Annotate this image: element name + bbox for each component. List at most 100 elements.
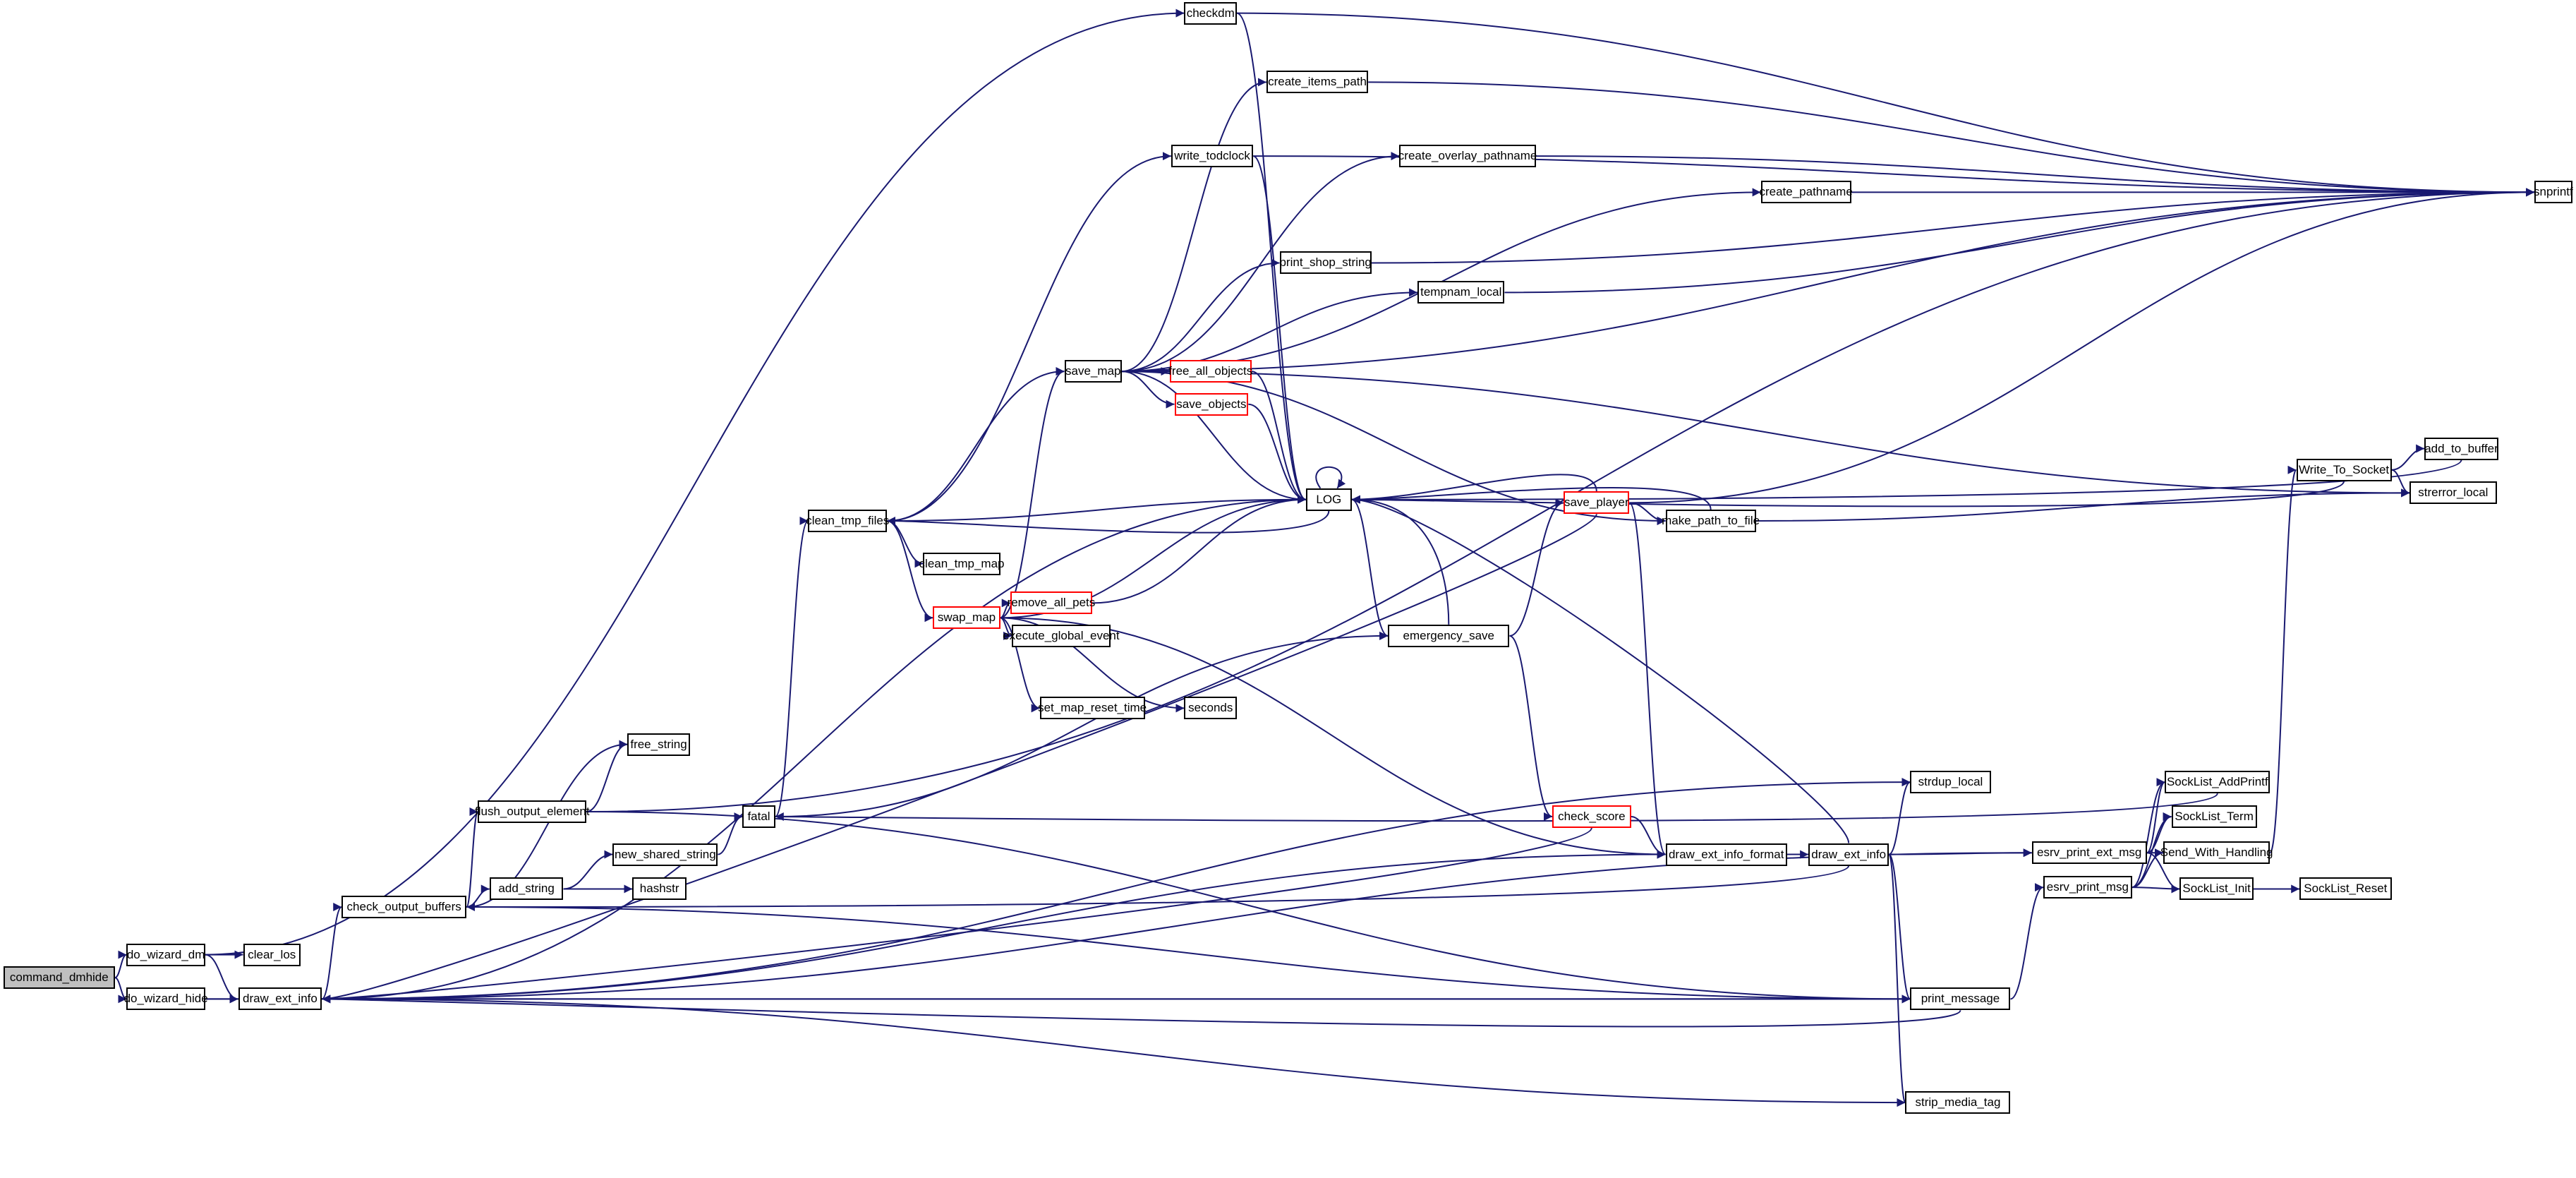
edge-swap_map-to-save_map xyxy=(1000,367,1065,619)
node-add-string[interactable]: add_string xyxy=(489,877,564,901)
edge-Write_To_Socket-to-add_to_buffer xyxy=(2391,444,2425,471)
edge-do_wizard_dm-to-draw_ext_info_l xyxy=(205,954,238,1004)
edge-esrv_print_msg-to-SockList_Term xyxy=(2131,812,2172,889)
edge-esrv_print_msg-to-SockList_AddPrintf xyxy=(2131,778,2165,889)
edge-fatal-to-emergency_save xyxy=(775,631,1389,818)
node-create-overlay-pathname[interactable]: create_overlay_pathname xyxy=(1398,145,1537,168)
node-log[interactable]: LOG xyxy=(1305,488,1352,511)
edge-Write_To_Socket-to-LOG xyxy=(1351,481,2345,507)
edge-flush_output_element-to-print_message xyxy=(586,811,1911,1004)
edge-emergency_save-to-LOG xyxy=(1351,495,1450,625)
edge-tempnam_local-to-snprintf xyxy=(1504,188,2535,294)
node-new-shared-string[interactable]: new_shared_string xyxy=(612,843,718,866)
node-draw-ext-info-r[interactable]: draw_ext_info xyxy=(1808,843,1889,866)
edge-add_string-to-new_shared_string xyxy=(563,850,613,890)
node-send-with-handling[interactable]: Send_With_Handling xyxy=(2160,841,2273,865)
edge-check_score-to-draw_ext_info_format xyxy=(1631,816,1666,859)
edge-save_player-to-snprintf xyxy=(1629,188,2535,504)
node-write-to-socket[interactable]: Write_To_Socket xyxy=(2296,458,2392,481)
edge-draw_ext_info_l-to-LOG xyxy=(322,495,1306,1000)
node-execute-global-event[interactable]: execute_global_event xyxy=(1003,624,1120,647)
edge-new_shared_string-to-fatal xyxy=(718,812,743,855)
edge-remove_all_pets-to-LOG xyxy=(1092,495,1306,604)
edge-draw_ext_info_l-to-draw_ext_info_format xyxy=(322,850,1666,1000)
node-swap-map[interactable]: swap_map xyxy=(933,606,1000,630)
edge-save_player-to-LOG xyxy=(1351,474,1597,504)
node-strdup-local[interactable]: strdup_local xyxy=(1910,771,1991,794)
node-do-wizard-hide[interactable]: do_wizard_hide xyxy=(124,987,208,1011)
node-checkdm[interactable]: checkdm xyxy=(1184,1,1237,25)
node-tempnam-local[interactable]: tempnam_local xyxy=(1417,281,1505,304)
edge-flush_output_element-to-free_string xyxy=(586,740,628,813)
node-check-score[interactable]: check_score xyxy=(1552,805,1631,829)
node-esrv-print-msg[interactable]: esrv_print_msg xyxy=(2043,876,2132,899)
edge-draw_ext_info_r-to-check_output_buffers xyxy=(466,865,1850,912)
edge-Write_To_Socket-to-strerror_local xyxy=(2391,469,2410,498)
edge-Send_With_Handling-to-Write_To_Socket xyxy=(2269,466,2297,854)
node-command-dmhide[interactable]: command_dmhide xyxy=(3,966,115,990)
node-socklist-init[interactable]: SockList_Init xyxy=(2179,877,2254,901)
node-free-string[interactable]: free_string xyxy=(627,733,690,756)
node-strerror-local[interactable]: strerror_local xyxy=(2409,481,2497,505)
node-set-map-reset-time[interactable]: set_map_reset_time xyxy=(1038,697,1147,720)
edge-command_dmhide-to-do_wizard_dm xyxy=(114,950,127,979)
node-free-all-objects[interactable]: free_all_objects xyxy=(1168,360,1252,383)
edge-SockList_AddPrintf-to-fatal xyxy=(775,793,2218,822)
node-draw-ext-info-format[interactable]: draw_ext_info_format xyxy=(1665,843,1787,866)
node-clean-tmp-files[interactable]: clean_tmp_files xyxy=(806,509,889,532)
node-socklist-addprintf[interactable]: SockList_AddPrintf xyxy=(2165,771,2270,794)
edge-LOG-to-LOG xyxy=(1315,466,1346,489)
node-add-to-buffer[interactable]: add_to_buffer xyxy=(2424,437,2498,460)
edge-checkdm-to-snprintf xyxy=(1236,12,2535,197)
edge-save_objects-to-LOG xyxy=(1248,403,1306,504)
node-save-player[interactable]: save_player xyxy=(1564,491,1630,515)
edge-save_map-to-snprintf xyxy=(1122,188,2535,373)
node-hashstr[interactable]: hashstr xyxy=(632,877,687,901)
edge-save_map-to-strerror_local xyxy=(1122,371,2410,498)
node-emergency-save[interactable]: emergency_save xyxy=(1388,624,1510,647)
node-clear-los[interactable]: clear_los xyxy=(243,943,301,966)
edge-save_map-to-save_objects xyxy=(1121,371,1175,409)
node-socklist-term[interactable]: SockList_Term xyxy=(2171,805,2257,829)
edge-emergency_save-to-save_player xyxy=(1509,498,1564,637)
edge-flush_output_element-to-snprintf xyxy=(586,188,2535,813)
edge-clean_tmp_files-to-save_map xyxy=(887,367,1065,522)
node-check-output-buffers[interactable]: check_output_buffers xyxy=(341,896,467,919)
node-fatal[interactable]: fatal xyxy=(742,805,775,829)
edge-draw_ext_info_r-to-LOG xyxy=(1351,495,1850,843)
edge-save_map-to-LOG xyxy=(1122,371,1306,504)
edge-checkdm-to-LOG xyxy=(1236,12,1307,504)
node-socklist-reset[interactable]: SockList_Reset xyxy=(2299,877,2392,901)
edge-make_path_to_file-to-LOG xyxy=(1351,487,1712,510)
node-clean-tmp-map[interactable]: clean_tmp_map xyxy=(919,552,1005,575)
node-draw-ext-info-l[interactable]: draw_ext_info xyxy=(238,987,322,1011)
edge-draw_ext_info_r-to-print_message xyxy=(1888,853,1911,1004)
node-write-todclock[interactable]: write_todclock xyxy=(1171,145,1254,168)
edge-draw_ext_info_r-to-esrv_print_ext_msg xyxy=(1889,848,2032,858)
edge-clean_tmp_files-to-LOG xyxy=(887,495,1306,522)
edge-print_message-to-esrv_print_msg xyxy=(2010,883,2044,1000)
edge-LOG-to-clean_tmp_files xyxy=(887,510,1330,534)
edge-save_map-to-print_shop_string xyxy=(1122,258,1280,373)
node-save-objects[interactable]: save_objects xyxy=(1174,392,1249,416)
edge-save_map-to-create_items_path xyxy=(1122,78,1266,373)
node-esrv-print-ext-msg[interactable]: esrv_print_ext_msg xyxy=(2031,841,2147,865)
node-snprintf[interactable]: snprintf xyxy=(2534,181,2573,204)
node-make-path-to-file[interactable]: make_path_to_file xyxy=(1662,509,1760,532)
node-flush-output-element[interactable]: flush_output_element xyxy=(475,800,590,824)
edge-free_all_objects-to-LOG xyxy=(1251,371,1306,504)
node-strip-media-tag[interactable]: strip_media_tag xyxy=(1905,1091,2011,1114)
node-save-map[interactable]: save_map xyxy=(1064,360,1122,383)
node-print-message[interactable]: print_message xyxy=(1910,987,2011,1011)
node-remove-all-pets[interactable]: remove_all_pets xyxy=(1008,591,1095,615)
node-seconds[interactable]: seconds xyxy=(1184,697,1237,720)
edge-fatal-to-clean_tmp_files xyxy=(774,517,809,818)
node-print-shop-string[interactable]: print_shop_string xyxy=(1279,251,1372,275)
edge-swap_map-to-set_map_reset_time xyxy=(1000,617,1040,713)
node-create-items-path[interactable]: create_items_path xyxy=(1266,71,1369,94)
edge-LOG-to-emergency_save xyxy=(1351,498,1389,640)
node-do-wizard-dm[interactable]: do_wizard_dm xyxy=(126,943,205,966)
node-create-pathname[interactable]: create_pathname xyxy=(1759,181,1853,204)
